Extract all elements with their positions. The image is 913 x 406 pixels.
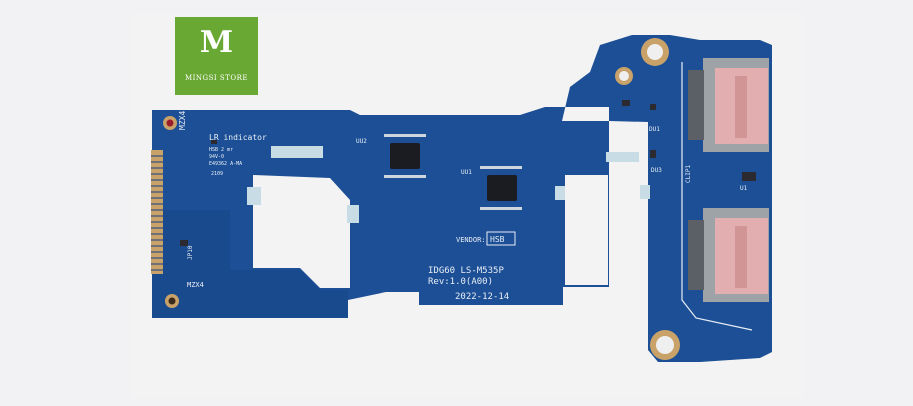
- silk-uu1: UU1: [461, 169, 472, 176]
- mask-strip-3: [247, 187, 261, 205]
- silk-vendor-label: VENDOR:: [456, 236, 486, 244]
- silk-rev: Rev:1.0(A00): [428, 277, 493, 287]
- board-cutout-right: [565, 175, 608, 285]
- vendor-box: [486, 231, 516, 246]
- silk-model: IDG60 LS-M535P: [428, 266, 504, 276]
- silk-u1: U1: [740, 185, 748, 192]
- silk-du3: DU3: [651, 167, 662, 174]
- silk-tag-3: E49362 A-MA: [209, 161, 242, 167]
- silk-tag-2: 94V-0: [209, 154, 224, 160]
- board-cutout-left: [253, 175, 350, 288]
- mask-strip-1: [271, 146, 323, 158]
- silk-mh-top: MZX4: [178, 111, 187, 130]
- usb-connector-bottom: [688, 208, 769, 302]
- mask-strip-2: [606, 152, 639, 162]
- silk-tag-4: 2109: [211, 171, 223, 177]
- chip-uu2: [390, 143, 420, 169]
- silk-tag-1: HSB 2 mr: [209, 147, 233, 153]
- silk-mh-bottom: MZX4: [187, 281, 204, 289]
- logo-mark: M: [199, 25, 234, 60]
- silk-vendor-value: HSB: [490, 235, 505, 244]
- edge-connector: [151, 150, 163, 274]
- silk-led-label: LR indicator: [209, 133, 267, 142]
- logo-store-name: MINGSI STORE: [184, 74, 249, 82]
- mask-strip-5: [555, 186, 565, 200]
- silk-uu2: UU2: [356, 138, 367, 145]
- usb-connector-top: [688, 58, 769, 152]
- store-logo: M MINGSI STORE: [175, 17, 258, 95]
- mask-strip-6: [640, 185, 650, 199]
- chip-uu1: [487, 175, 517, 201]
- mask-strip-4: [347, 205, 359, 223]
- silk-date: 2022-12-14: [455, 292, 509, 302]
- pcb-left-strip: [152, 210, 348, 318]
- silk-clip: CLIP1: [685, 165, 692, 183]
- silk-du1: DU1: [649, 126, 660, 133]
- silk-jp10: JP10: [187, 245, 194, 260]
